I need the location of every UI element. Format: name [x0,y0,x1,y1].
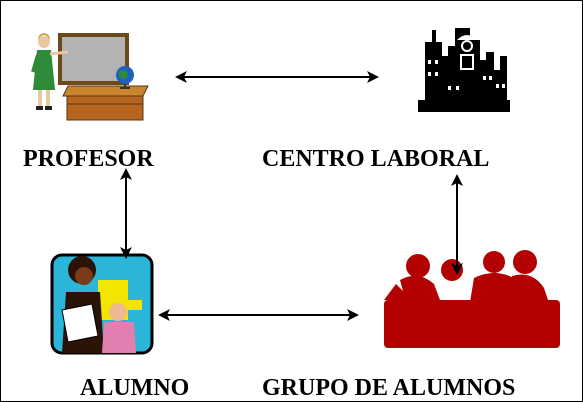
student-group-icon [384,250,560,348]
teacher-at-board-icon [31,33,149,121]
node-label-centro-laboral: CENTRO LABORAL [262,146,490,172]
node-label-alumno: ALUMNO [80,375,190,401]
node-label-grupo-de-alumnos: GRUPO DE ALUMNOS [262,375,516,401]
city-worker-icon [418,28,510,112]
node-label-profesor: PROFESOR [23,146,154,172]
student-reading-icon [50,253,154,355]
